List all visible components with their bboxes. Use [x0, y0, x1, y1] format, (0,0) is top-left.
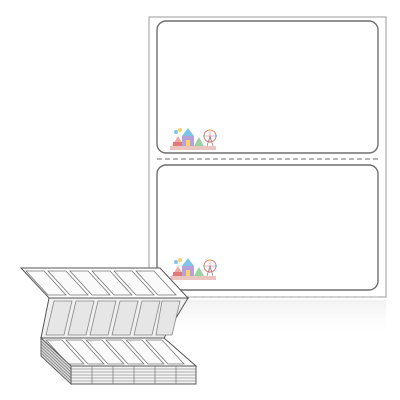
- label-top: [156, 20, 379, 154]
- liner-reflection: [149, 300, 386, 340]
- label-bottom: [156, 164, 379, 291]
- fanfold-stack: [19, 267, 198, 386]
